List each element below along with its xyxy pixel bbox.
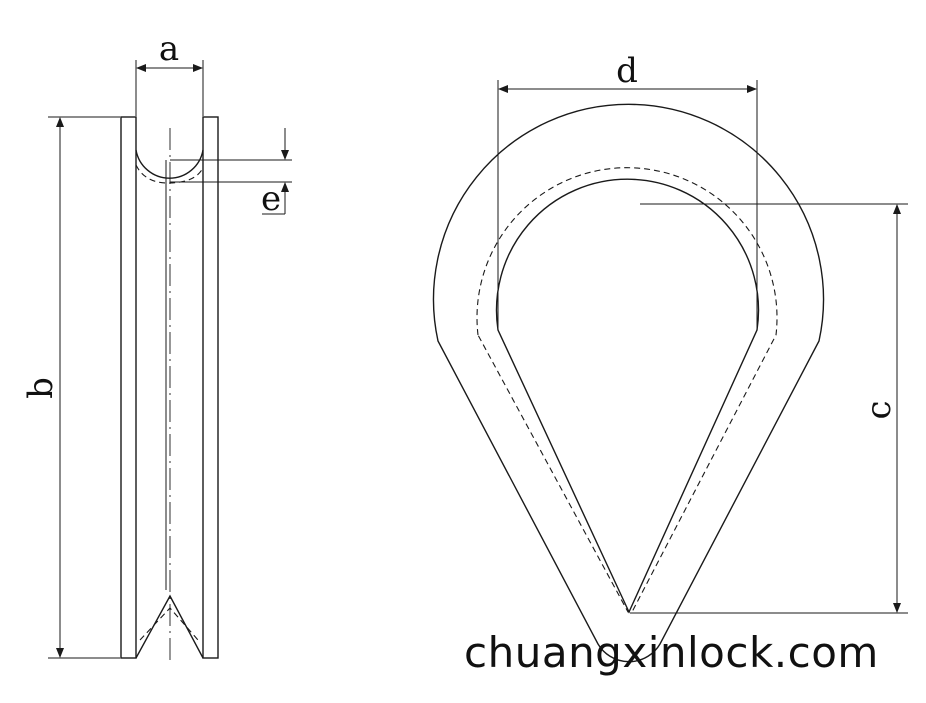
dim-label-d: d — [616, 51, 638, 91]
left-flange — [120, 116, 137, 659]
watermark-text: chuangxinlock.com — [464, 628, 879, 677]
outer-contour — [432, 103, 825, 663]
hidden-contour — [476, 167, 778, 613]
dim-label-e: e — [261, 179, 281, 219]
side-view: a b e — [21, 29, 292, 660]
right-flange — [202, 116, 219, 659]
inner-contour — [495, 178, 760, 614]
bottom-v — [135, 594, 204, 659]
dim-label-a: a — [159, 29, 179, 69]
dim-label-b: b — [21, 377, 61, 399]
front-view: d c — [432, 51, 908, 663]
groove-hidden-arc — [135, 164, 204, 184]
bottom-v-hidden — [139, 607, 199, 641]
dim-label-c: c — [859, 400, 899, 419]
groove-arc — [135, 149, 204, 179]
